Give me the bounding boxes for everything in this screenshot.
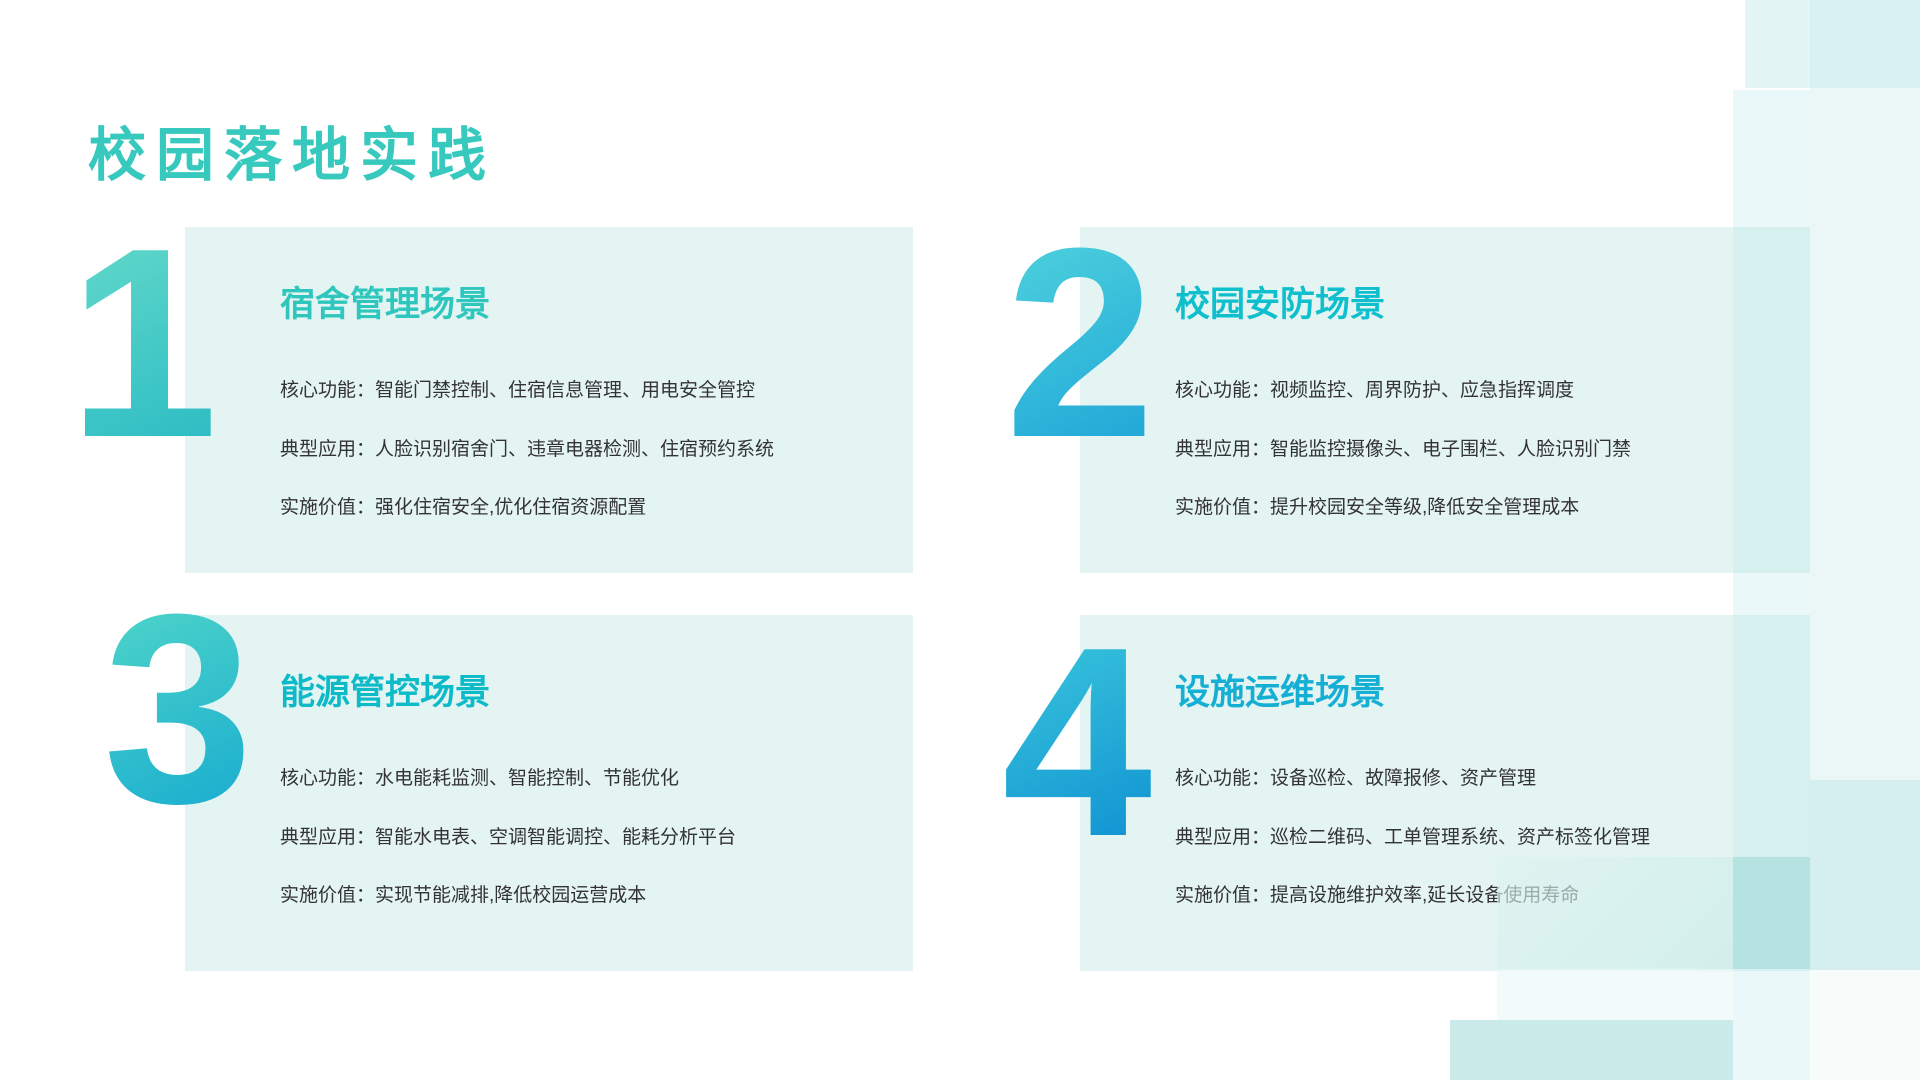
card-typical-applications: 典型应用：智能水电表、空调智能调控、能耗分析平台 <box>280 827 737 848</box>
card-typical-applications: 典型应用：巡检二维码、工单管理系统、资产标签化管理 <box>1175 827 1651 848</box>
decor-bottom-band <box>1450 1020 1733 1080</box>
card-title: 校园安防场景 <box>1175 285 1386 325</box>
card-title: 宿舍管理场景 <box>280 285 491 325</box>
card-number-4: 4 <box>1002 592 1153 893</box>
card-number-2: 2 <box>1005 193 1156 494</box>
card-dormitory-management: 宿舍管理场景 核心功能：智能门禁控制、住宿信息管理、用电安全管控 典型应用：人脸… <box>185 227 913 573</box>
decor-mosaic-square-pale-2 <box>1497 969 1733 1020</box>
card-implementation-value: 实施价值：提高设施维护效率,延长设备使用寿命 <box>1175 885 1580 906</box>
page-title: 校园落地实践 <box>88 122 497 188</box>
card-core-functions: 核心功能：水电能耗监测、智能控制、节能优化 <box>280 768 680 789</box>
decor-right-stripe <box>1810 0 1920 1080</box>
card-implementation-value: 实施价值：提升校园安全等级,降低安全管理成本 <box>1175 497 1580 518</box>
card-title: 能源管控场景 <box>280 673 491 713</box>
card-number-1: 1 <box>68 193 219 494</box>
card-implementation-value: 实施价值：强化住宿安全,优化住宿资源配置 <box>280 497 647 518</box>
card-facility-operations: 设施运维场景 核心功能：设备巡检、故障报修、资产管理 典型应用：巡检二维码、工单… <box>1080 615 1810 971</box>
card-number-3: 3 <box>103 559 254 860</box>
decor-right-column-mid <box>1810 780 1920 970</box>
card-core-functions: 核心功能：设备巡检、故障报修、资产管理 <box>1175 768 1537 789</box>
card-typical-applications: 典型应用：智能监控摄像头、电子围栏、人脸识别门禁 <box>1175 439 1632 460</box>
decor-top-right-block <box>1745 0 1920 88</box>
card-core-functions: 核心功能：视频监控、周界防护、应急指挥调度 <box>1175 380 1575 401</box>
card-core-functions: 核心功能：智能门禁控制、住宿信息管理、用电安全管控 <box>280 380 756 401</box>
card-implementation-value: 实施价值：实现节能减排,降低校园运营成本 <box>280 885 647 906</box>
card-typical-applications: 典型应用：人脸识别宿舍门、违章电器检测、住宿预约系统 <box>280 439 775 460</box>
card-energy-management: 能源管控场景 核心功能：水电能耗监测、智能控制、节能优化 典型应用：智能水电表、… <box>185 615 913 971</box>
decor-right-column-bottom <box>1810 970 1920 1080</box>
card-title: 设施运维场景 <box>1175 673 1386 713</box>
card-campus-security: 校园安防场景 核心功能：视频监控、周界防护、应急指挥调度 典型应用：智能监控摄像… <box>1080 227 1810 573</box>
